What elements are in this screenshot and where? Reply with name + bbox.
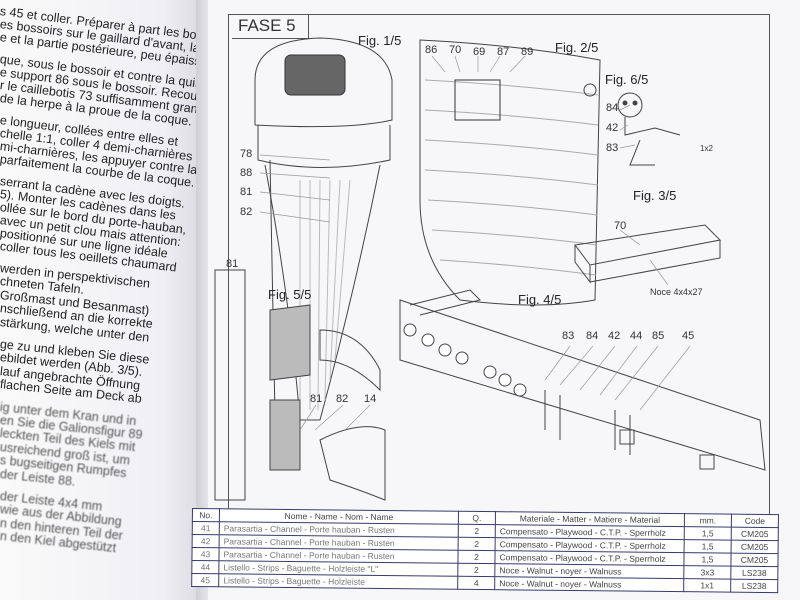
table-cell: 2 [457,550,496,564]
col-no: No. [192,508,220,522]
table-cell: 41 [192,521,220,535]
table-cell: 42 [192,534,220,548]
fig2-bow-drawing [419,39,601,306]
leader-lines [259,55,691,431]
part-label: 1x2 [700,144,713,153]
part-label: 82 [240,206,253,218]
table-cell: 4 [457,576,495,590]
part-label: 42 [608,330,621,342]
table-cell: 1,5 [684,526,732,541]
parts-table: No. Nome - Name - Nom - Name Q. Material… [191,508,779,594]
part-label: 78 [240,148,253,160]
table-cell: CM205 [730,553,779,567]
table-cell: 3x3 [683,565,731,580]
part-label: 83 [562,330,575,342]
table-cell: 1,5 [683,552,732,567]
book-gutter [196,0,210,600]
part-label: 70 [449,44,462,56]
fig1-stern-drawing [254,37,393,421]
fig5-hinge-drawing [214,269,386,501]
table-cell: 2 [458,524,496,538]
phase-title: FASE 5 [232,14,309,39]
part-label: 83 [606,142,619,154]
part-label: 87 [497,46,510,58]
fig3-timber-drawing [574,224,722,284]
fig6-bitt-drawing [617,92,681,166]
right-page [208,0,800,600]
fig6-label: Fig. 6/5 [605,72,649,87]
part-label: 84 [586,330,599,342]
fig3-label: Fig. 3/5 [633,188,677,203]
table-cell: 43 [191,547,220,561]
table-cell: 45 [191,573,219,587]
col-mm: mm. [684,513,732,528]
table-cell: 1,5 [684,539,732,554]
part-label: 44 [630,330,643,342]
part-label: 69 [473,46,486,58]
table-cell: 44 [191,560,219,574]
timber-note: Noce 4x4x27 [650,287,703,297]
table-cell: Listello - Strips - Baguette - Holzleist… [218,573,458,590]
col-code: Code [731,514,779,528]
part-label: 89 [521,46,534,58]
fig1-label: Fig. 1/5 [358,33,402,48]
part-label: 81 [310,393,323,405]
part-label: 82 [336,393,349,405]
fig4-label: Fig. 4/5 [518,292,562,307]
table-cell: CM205 [731,527,779,541]
part-label: 84 [606,102,619,114]
part-label: 14 [364,393,377,405]
part-label: 86 [425,44,438,56]
table-cell: 2 [457,563,495,577]
fig4-rail-drawing [399,289,766,471]
part-label: 45 [682,330,695,342]
part-label: 85 [652,330,665,342]
table-cell: 1x1 [683,578,731,593]
fig5-label: Fig. 5/5 [268,287,312,302]
table-cell: CM205 [731,540,779,554]
part-label: 88 [240,167,253,179]
col-qty: Q. [458,511,496,525]
fig2-label: Fig. 2/5 [555,40,599,55]
table-cell: Noce - Walnut - noyer - Walnuss [494,576,684,592]
part-label: 81 [226,258,239,270]
part-label: 70 [614,220,627,232]
table-cell: 2 [458,537,496,551]
part-label: 81 [240,186,253,198]
left-page-text: s 45 et coller. Préparer à part les boss… [0,0,205,600]
table-cell: LS238 [730,579,778,593]
table-cell: LS238 [730,566,778,580]
part-label: 42 [606,122,619,134]
